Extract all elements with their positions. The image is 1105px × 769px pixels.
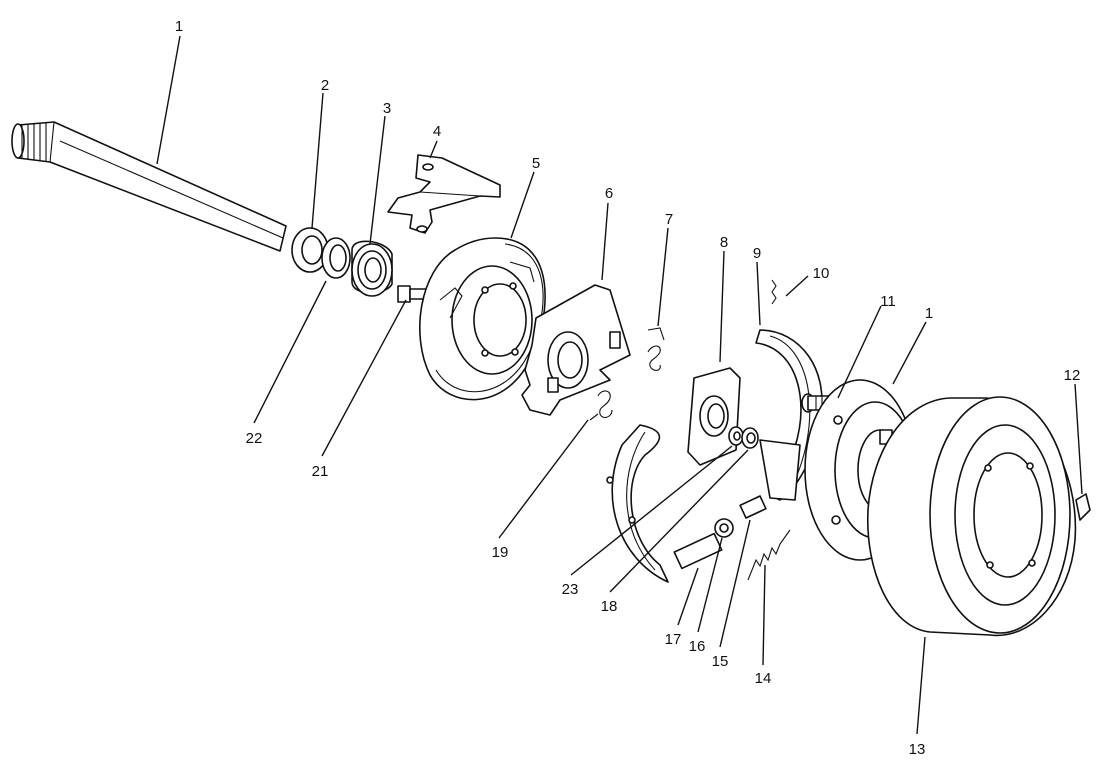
callout-11: 11 [880,293,896,310]
callout-9: 9 [753,245,761,262]
backing-plate [419,237,546,401]
brake-drum [866,396,1077,637]
shoe-spring [589,390,613,421]
callout-21: 21 [312,463,329,480]
adjuster-screw [673,532,723,570]
callout-12: 12 [1064,367,1081,384]
wheel-bearing [351,240,393,297]
callout-15: 15 [712,653,729,670]
adjuster-spring [747,529,791,581]
callout-23: 23 [562,581,579,598]
pin [771,279,777,305]
flange-plate [687,367,741,466]
leader-lines [156,35,1083,735]
callout-8: 8 [720,234,728,251]
callout-7: 7 [665,211,673,228]
return-spring [647,327,665,371]
callout-14: 14 [755,670,772,687]
callout-5: 5 [532,155,540,172]
brake-shoe-lower [606,424,669,583]
callout-2: 2 [321,77,329,94]
adjuster-wheel [714,518,734,538]
nut [741,427,759,449]
callout-22: 22 [246,430,263,447]
adjuster-socket [739,495,767,519]
callout-16: 16 [689,638,706,655]
callout-18: 18 [601,598,618,615]
spacer-ring [321,237,351,279]
callout-4: 4 [433,123,441,140]
bolt [397,285,429,303]
cap [1075,493,1091,521]
callout-3: 3 [383,100,391,117]
washer [728,426,744,446]
brake-lever [387,154,501,234]
anchor-plate [521,284,631,416]
callout-13: 13 [909,741,926,758]
callout-6: 6 [605,185,613,202]
callout-1: 1 [175,18,183,35]
callout-10: 10 [813,265,830,282]
callout-17: 17 [665,631,682,648]
axle-shaft [11,121,287,252]
callout-1-hub: 1 [925,305,933,322]
callout-labels: 1 2 3 4 5 6 7 8 9 10 11 1 12 22 21 19 23… [175,18,1081,758]
callout-19: 19 [492,544,509,561]
